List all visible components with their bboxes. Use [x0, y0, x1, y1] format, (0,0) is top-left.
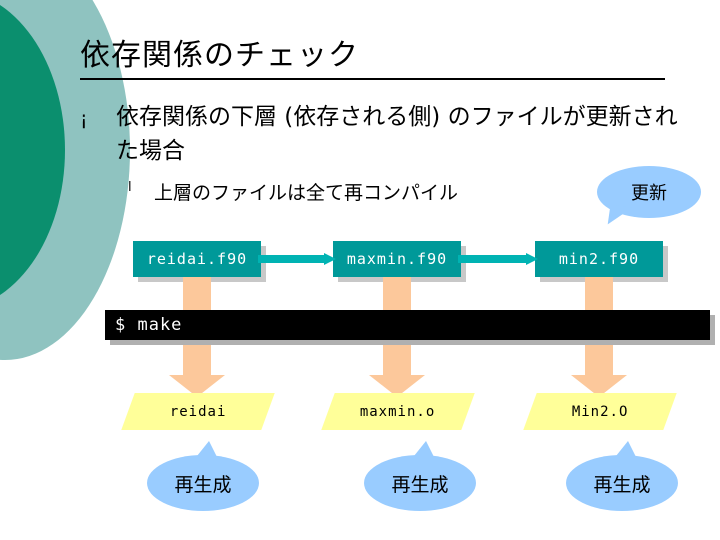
down-arrow-3-head — [571, 375, 627, 397]
callout-regenerate-2: 再生成 — [364, 441, 476, 511]
file-box-reidai-f90: reidai.f90 — [133, 241, 261, 277]
bullet-level1: ¡ 依存関係の下層 (依存される側) のファイルが更新された場合 — [80, 100, 690, 168]
callout-regenerate-1-label: 再生成 — [174, 473, 232, 496]
object-box-reidai: reidai — [121, 393, 275, 430]
file-box-min2-f90: min2.f90 — [535, 241, 663, 277]
object-box-min2-label: Min2.O — [571, 403, 629, 420]
page-title: 依存関係のチェック — [80, 38, 359, 73]
bullet-marker-level1: ¡ — [80, 108, 88, 130]
bullet-marker-level2: l — [128, 180, 132, 195]
callout-regenerate-3-tail — [612, 441, 638, 461]
dependency-arrow-1-head — [324, 253, 336, 265]
callout-regenerate-3-label: 再生成 — [593, 473, 651, 496]
console-bar: $ make — [105, 310, 710, 340]
object-box-maxmin-label: maxmin.o — [360, 403, 436, 420]
object-box-reidai-label: reidai — [169, 403, 227, 420]
bullet-level2: l 上層のファイルは全て再コンパイル — [128, 178, 648, 205]
dependency-arrow-2-shaft — [458, 255, 526, 263]
callout-update-tail — [607, 204, 633, 228]
callout-regenerate-3: 再生成 — [566, 441, 678, 511]
object-box-maxmin-o: maxmin.o — [321, 393, 475, 430]
title-divider — [80, 78, 665, 80]
object-box-min2-o: Min2.O — [523, 393, 677, 430]
down-arrow-2-head — [369, 375, 425, 397]
bullet-text-level2: 上層のファイルは全て再コンパイル — [154, 182, 459, 204]
callout-regenerate-1-tail — [193, 441, 219, 461]
file-box-maxmin-f90: maxmin.f90 — [333, 241, 461, 277]
callout-regenerate-2-tail — [410, 441, 436, 461]
callout-regenerate-2-label: 再生成 — [391, 473, 449, 496]
callout-update: 更新 — [597, 166, 701, 228]
dependency-arrow-1-shaft — [258, 255, 324, 263]
callout-update-label: 更新 — [631, 183, 667, 204]
down-arrow-1-head — [169, 375, 225, 397]
dependency-arrow-2-head — [526, 253, 538, 265]
dependency-arrow-2 — [458, 253, 538, 265]
bullet-text-level1: 依存関係の下層 (依存される側) のファイルが更新された場合 — [116, 104, 678, 164]
callout-regenerate-1: 再生成 — [147, 441, 259, 511]
dependency-arrow-1 — [258, 253, 336, 265]
